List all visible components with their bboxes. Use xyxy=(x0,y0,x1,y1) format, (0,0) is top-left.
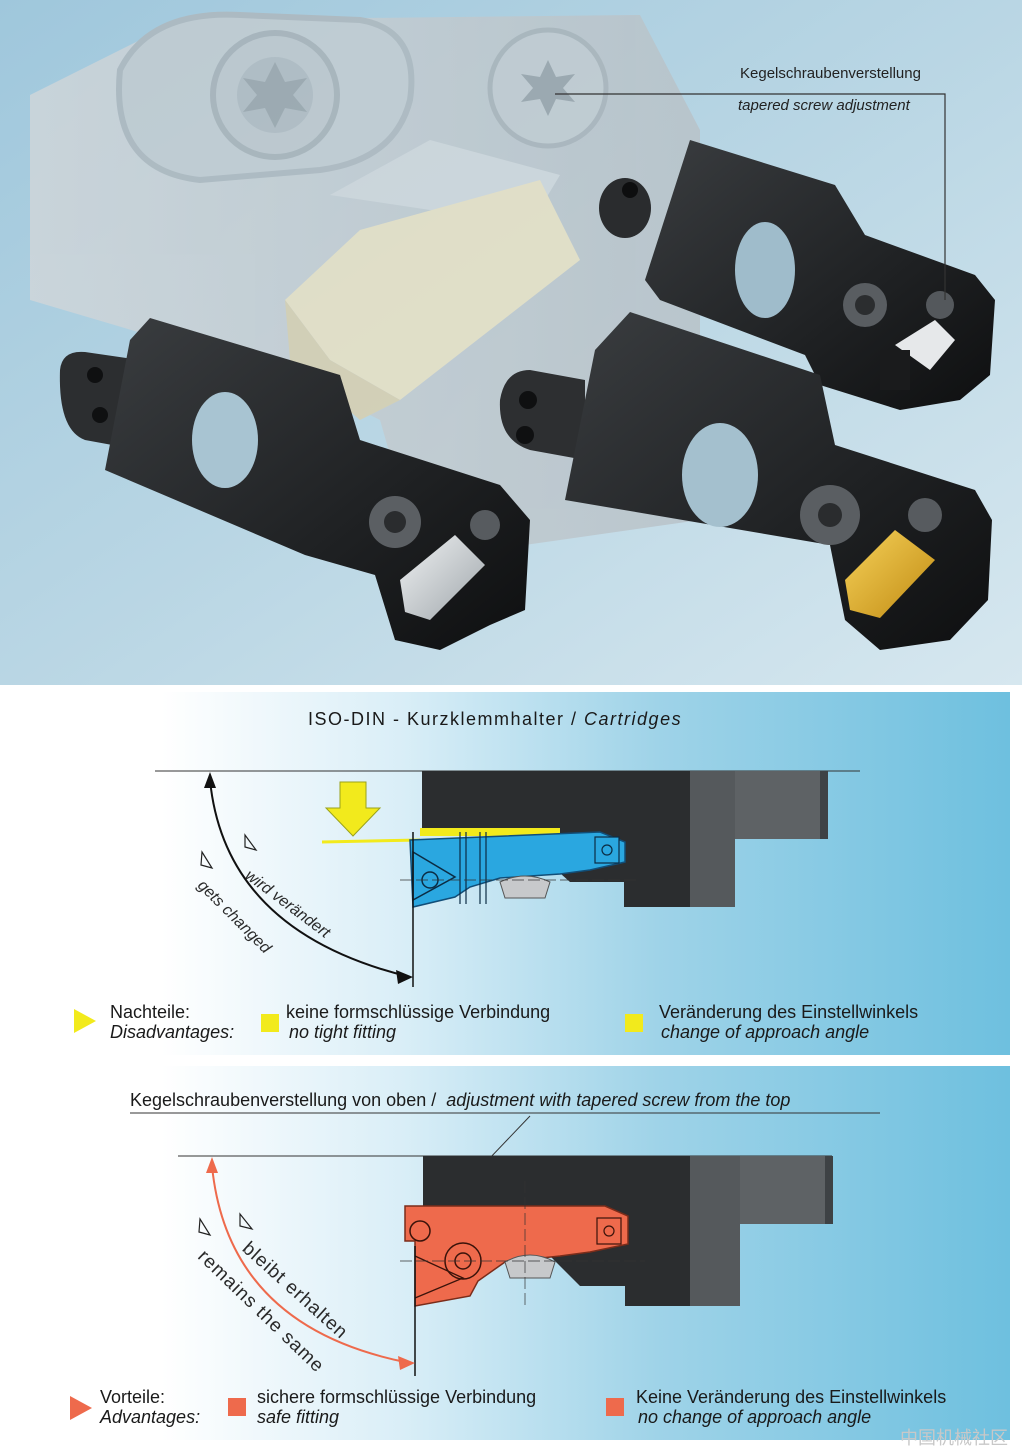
point-2-de: Keine Veränderung des Einstellwinkels xyxy=(636,1387,947,1407)
point-1-en: no tight fitting xyxy=(289,1022,397,1042)
advantages-panel: Kegelschraubenverstellung von oben / adj… xyxy=(0,1066,1010,1440)
advantage-marker-icon xyxy=(70,1396,92,1420)
point-1-de: keine formschlüssige Verbindung xyxy=(286,1002,551,1022)
point-1-en: safe fitting xyxy=(257,1407,340,1427)
product-photo xyxy=(0,0,1022,685)
callout-label-de: Kegelschraubenverstellung xyxy=(740,65,921,82)
point-2-en: change of approach angle xyxy=(661,1022,870,1042)
disadvantages-heading-en: Disadvantages: xyxy=(110,1022,235,1042)
disadvantages-heading-de: Nachteile: xyxy=(110,1002,191,1022)
holder-diagram-2 xyxy=(130,1112,880,1376)
advantages-heading-de: Vorteile: xyxy=(100,1387,166,1407)
cartridge-top-right xyxy=(599,140,995,410)
panel-title-italic: Cartridges xyxy=(584,709,683,729)
callout-label-en: tapered screw adjustment xyxy=(738,97,910,114)
panel-title: ISO-DIN - Kurzklemmhalter / Cartridges xyxy=(308,709,682,730)
panel-title-main: ISO-DIN - Kurzklemmhalter / xyxy=(308,709,585,729)
advantages-heading-en: Advantages: xyxy=(100,1407,201,1427)
adjustment-header-de: Kegelschraubenverstellung von oben / xyxy=(130,1090,437,1110)
holder-diagram-1 xyxy=(155,770,860,987)
watermark: 中国机械社区 xyxy=(900,1428,1008,1449)
bullet-square-icon xyxy=(228,1398,246,1416)
adjustment-header: Kegelschraubenverstellung von oben / adj… xyxy=(130,1090,790,1111)
adjustment-header-en: adjustment with tapered screw from the t… xyxy=(446,1090,791,1110)
cartridge-left xyxy=(59,318,530,650)
disadvantage-marker-icon xyxy=(74,1009,96,1033)
point-2-en: no change of approach angle xyxy=(638,1407,872,1427)
disadvantages-panel: ISO-DIN - Kurzklemmhalter / Cartridges xyxy=(0,692,1010,1055)
point-2-de: Veränderung des Einstellwinkels xyxy=(659,1002,919,1022)
cartridge-right xyxy=(499,312,992,650)
bullet-square-icon xyxy=(606,1398,624,1416)
point-1-de: sichere formschlüssige Verbindung xyxy=(257,1387,537,1407)
bullet-square-icon xyxy=(261,1014,279,1032)
bullet-square-icon xyxy=(625,1014,643,1032)
